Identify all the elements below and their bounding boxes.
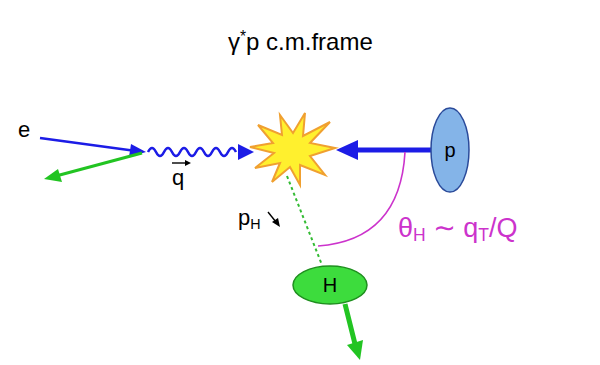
frame-title: γ*p c.m.frame bbox=[228, 28, 373, 55]
photon-momentum-label: q bbox=[172, 166, 184, 190]
subscript-text: T bbox=[478, 225, 489, 245]
hadron-arrow bbox=[345, 304, 355, 344]
vector-arrow bbox=[172, 162, 186, 163]
text-run: q bbox=[172, 165, 184, 190]
momentum-arrowhead bbox=[272, 218, 280, 227]
hadron-arrowhead bbox=[347, 340, 363, 360]
hadron-dashed-line bbox=[287, 176, 322, 265]
vector-arrowhead bbox=[185, 160, 191, 166]
angle-label: θH ∼ qT/Q bbox=[398, 214, 518, 246]
scattered-electron-line bbox=[56, 153, 142, 176]
proton-ellipse: p bbox=[430, 107, 470, 193]
subscript-text: H bbox=[250, 216, 260, 232]
text-run: ∼ q bbox=[426, 213, 479, 243]
text-run: e bbox=[18, 117, 30, 142]
interaction-star bbox=[250, 113, 335, 185]
superscript-text: * bbox=[240, 28, 246, 45]
photon-wave bbox=[148, 148, 236, 156]
ellipse-shape bbox=[431, 108, 469, 192]
text-run: γ bbox=[228, 28, 240, 55]
particle-label: H bbox=[292, 265, 368, 305]
particle-label: p bbox=[430, 107, 470, 193]
angle-arc bbox=[318, 152, 405, 246]
proton-arrow bbox=[354, 148, 431, 153]
text-run: p c.m.frame bbox=[246, 28, 373, 55]
hadron-ellipse: H bbox=[292, 265, 368, 305]
scattered-electron-arrowhead bbox=[44, 169, 62, 182]
proton-arrowhead bbox=[336, 140, 358, 160]
subscript-text: H bbox=[413, 225, 426, 245]
electron-label: e bbox=[18, 118, 30, 142]
electron-line bbox=[40, 138, 136, 151]
text-run: p bbox=[238, 205, 250, 230]
text-run: θ bbox=[398, 213, 413, 243]
ellipse-shape bbox=[293, 266, 367, 304]
text-run: /Q bbox=[489, 213, 518, 243]
hadron-momentum-label: pH bbox=[238, 206, 261, 232]
